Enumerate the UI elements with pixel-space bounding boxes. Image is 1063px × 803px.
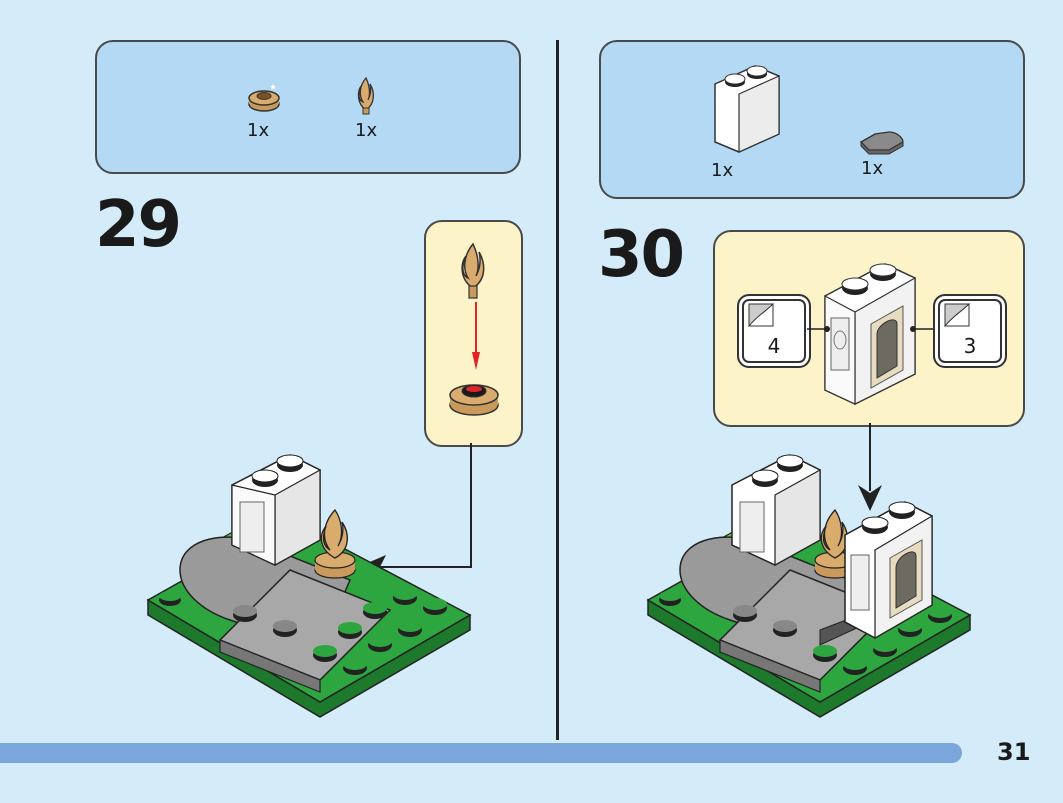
step-29-number: 29 <box>95 188 182 262</box>
sticker-4: 4 <box>737 294 811 368</box>
step-30-model <box>646 454 972 718</box>
grey-tile-icon <box>859 131 904 155</box>
flame-piece-icon <box>461 242 485 299</box>
step-30-down-arrow-icon <box>858 423 882 511</box>
step-30-part-1-qty: 1x <box>711 160 734 181</box>
step-29-sub-assembly-callout <box>424 220 523 447</box>
step-29-part-2-qty: 1x <box>355 120 378 141</box>
step-30-part-2-qty: 1x <box>861 158 884 179</box>
round-plate-tan-icon <box>248 84 280 112</box>
sticker-leader-lines <box>807 326 933 332</box>
round-plate-tan-icon <box>449 384 499 416</box>
white-brick-with-stickers <box>824 263 916 405</box>
flame-piece-icon <box>357 76 374 115</box>
step-29-part-1-qty: 1x <box>247 120 270 141</box>
sticker-3: 3 <box>933 294 1007 368</box>
red-arrow-icon <box>472 302 480 370</box>
white-brick-icon <box>714 65 780 153</box>
column-divider <box>556 40 559 740</box>
progress-bar <box>0 743 962 763</box>
sticker-page-icon <box>747 302 774 327</box>
page-number: 31 <box>997 738 1031 766</box>
sticker-4-number: 4 <box>767 334 781 358</box>
step-30-sticker-callout: 4 3 <box>713 230 1025 427</box>
step-29-model <box>146 454 472 718</box>
step-29-parts-box: 1x 1x <box>95 40 521 174</box>
sticker-3-number: 3 <box>963 334 977 358</box>
step-30-number: 30 <box>598 218 685 292</box>
step-30-parts-box: 1x 1x <box>599 40 1025 199</box>
sticker-page-icon <box>943 302 970 327</box>
